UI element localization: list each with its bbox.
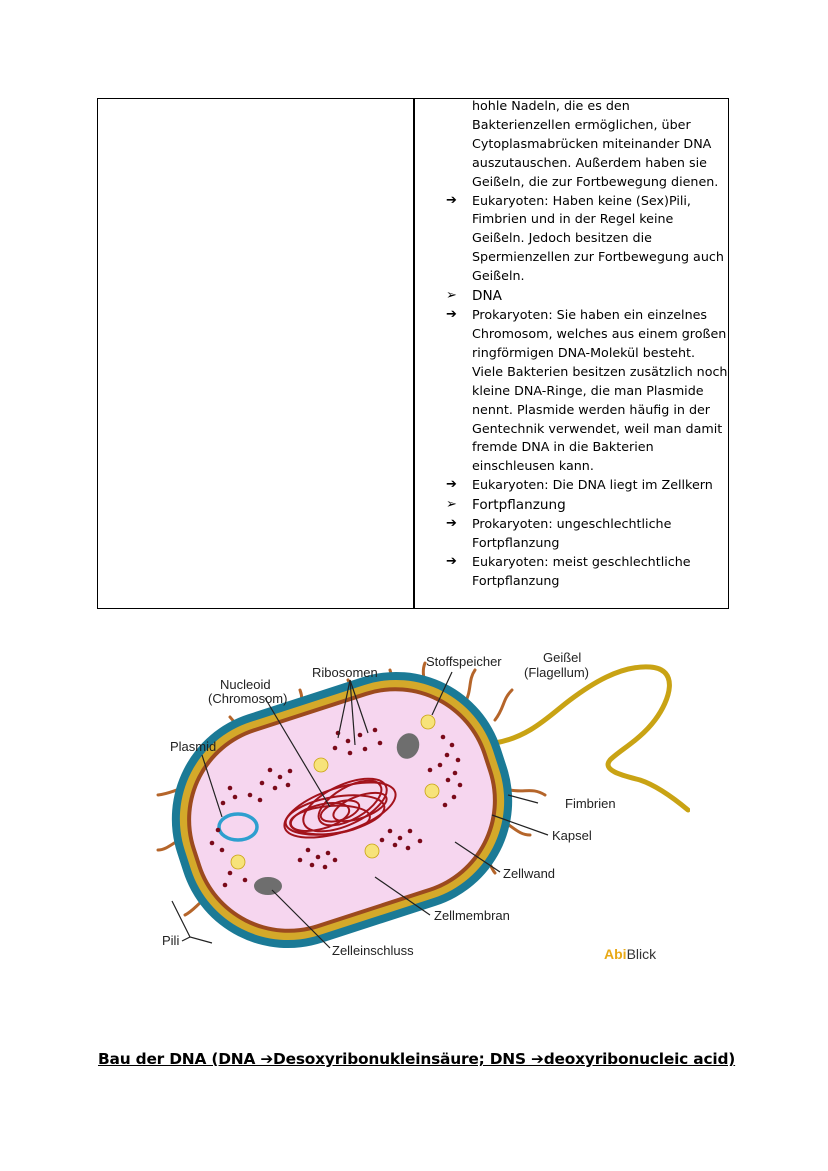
text-line: einschleusen kann.	[443, 457, 725, 476]
text-line-content: Eukaryoten: Die DNA liegt im Zellkern	[472, 477, 713, 493]
text-line: auszutauschen. Außerdem haben sie	[443, 154, 725, 173]
text-line: Cytoplasmabrücken miteinander DNA	[443, 135, 725, 154]
label-pili: Pili	[162, 933, 179, 948]
section-title: Bau der DNA (DNA ➔Desoxyribonukleinsäure…	[98, 1050, 736, 1068]
text-line: ➔ Eukaryoten: Haben keine (Sex)Pili,	[443, 192, 725, 211]
text-line: ➔ Eukaryoten: Die DNA liegt im Zellkern	[443, 476, 725, 495]
text-line-content: Cytoplasmabrücken miteinander DNA	[472, 135, 712, 151]
text-line: ringförmigen DNA-Molekül besteht.	[443, 344, 725, 363]
storage-granules	[230, 714, 440, 870]
flagellum	[492, 664, 690, 813]
nucleoid-dna	[283, 777, 397, 839]
label-nucleoid: Nucleoid	[220, 677, 271, 692]
text-line-content: ringförmigen DNA-Molekül besteht.	[472, 344, 696, 360]
arrow-right-icon: ➔	[446, 192, 457, 208]
label-stoffspeicher: Stoffspeicher	[426, 654, 502, 669]
text-line: ➔ Eukaryoten: meist geschlechtliche	[443, 553, 725, 572]
bullet-arrowhead-icon: ➢	[446, 497, 457, 513]
inclusion-body	[396, 733, 420, 759]
text-line-content: Fortpflanzung	[472, 572, 560, 588]
label-plasmid: Plasmid	[170, 739, 216, 754]
text-line: Fortpflanzung	[443, 572, 725, 591]
label-ribosomen: Ribosomen	[312, 665, 378, 680]
text-line: ➢ Fortpflanzung	[443, 495, 725, 515]
text-line: Spermienzellen zur Fortbewegung auch	[443, 248, 725, 267]
text-line-content: Spermienzellen zur Fortbewegung auch	[472, 249, 724, 265]
text-line-content: Fortpflanzung	[472, 535, 560, 551]
text-line: ➢ DNA	[443, 286, 725, 306]
text-line: ➔ Prokaryoten: ungeschlechtliche	[443, 515, 725, 534]
inclusion-body	[254, 877, 282, 895]
text-line-content: Gentechnik verwendet, weil man damit	[472, 420, 723, 436]
text-line: Geißeln, die zur Fortbewegung dienen.	[443, 173, 725, 192]
text-line: Chromosom, welches aus einem großen	[443, 325, 727, 344]
table-column-divider	[413, 98, 415, 609]
text-line: Bakterienzellen ermöglichen, über	[443, 116, 725, 135]
bacterium-diagram: Nucleoid (Chromosom) Ribosomen Stoffspei…	[156, 650, 690, 958]
text-line-content: Prokaryoten: Sie haben ein einzelnes	[472, 307, 708, 323]
text-line-content: Chromosom, welches aus einem großen	[472, 325, 727, 341]
text-line-content: Eukaryoten: Haben keine (Sex)Pili,	[472, 192, 691, 208]
text-line-content: einschleusen kann.	[472, 458, 594, 474]
text-line-content: Bakterienzellen ermöglichen, über	[472, 116, 691, 132]
label-zellwand: Zellwand	[503, 866, 555, 881]
label-fimbrien: Fimbrien	[565, 796, 616, 811]
label-flagellum: (Flagellum)	[524, 665, 589, 680]
text-line: Gentechnik verwendet, weil man damit	[443, 420, 725, 439]
text-line: Fortpflanzung	[443, 534, 725, 553]
text-line: fremde DNA in die Bakterien	[443, 438, 725, 457]
arrow-right-icon: ➔	[446, 477, 457, 493]
label-zellmembran: Zellmembran	[434, 908, 510, 923]
text-line-content: Geißeln.	[472, 268, 525, 284]
logo-blick: Blick	[626, 946, 657, 962]
text-line-content: Fimbrien und in der Regel keine	[472, 211, 674, 227]
text-line-content: Fortpflanzung	[472, 497, 566, 514]
text-line: Geißeln.	[443, 267, 725, 286]
text-line-content: Geißeln. Jedoch besitzen die	[472, 230, 652, 246]
text-line: Fimbrien und in der Regel keine	[443, 210, 725, 229]
arrow-right-icon: ➔	[446, 516, 457, 532]
label-geissel: Geißel	[543, 650, 581, 665]
label-zelleinschluss: Zelleinschluss	[332, 943, 414, 958]
text-line-content: auszutauschen. Außerdem haben sie	[472, 154, 707, 170]
text-line-content: Eukaryoten: meist geschlechtliche	[472, 553, 691, 569]
text-line: ➔ Prokaryoten: Sie haben ein einzelnes	[443, 306, 725, 325]
logo-abi: Abi	[604, 946, 627, 962]
leader-lines	[171, 671, 549, 949]
text-line-content: Viele Bakterien besitzen zusätzlich noch	[472, 363, 728, 379]
label-kapsel: Kapsel	[552, 828, 592, 843]
plasmid	[217, 812, 259, 842]
text-line: Viele Bakterien besitzen zusätzlich noch	[443, 363, 728, 382]
text-line-content: fremde DNA in die Bakterien	[472, 439, 654, 455]
text-line-content: DNA	[472, 288, 502, 305]
text-line-content: Geißeln, die zur Fortbewegung dienen.	[472, 173, 719, 189]
text-line-content: hohle Nadeln, die es den	[472, 98, 630, 113]
text-line-content: nennt. Plasmide werden häufig in der	[472, 401, 711, 417]
abiblick-logo: AbiBlick	[604, 946, 656, 962]
bullet-arrowhead-icon: ➢	[446, 288, 457, 304]
label-chromosom: (Chromosom)	[208, 691, 287, 706]
text-line: nennt. Plasmide werden häufig in der	[443, 401, 725, 420]
text-line-content: Prokaryoten: ungeschlechtliche	[472, 516, 672, 532]
text-line-content: kleine DNA-Ringe, die man Plasmide	[472, 382, 704, 398]
text-line: Geißeln. Jedoch besitzen die	[443, 229, 725, 248]
arrow-right-icon: ➔	[446, 553, 457, 569]
text-line: hohle Nadeln, die es den	[443, 97, 725, 116]
arrow-right-icon: ➔	[446, 307, 457, 323]
text-line: kleine DNA-Ringe, die man Plasmide	[443, 382, 725, 401]
ribosomes	[209, 727, 463, 888]
